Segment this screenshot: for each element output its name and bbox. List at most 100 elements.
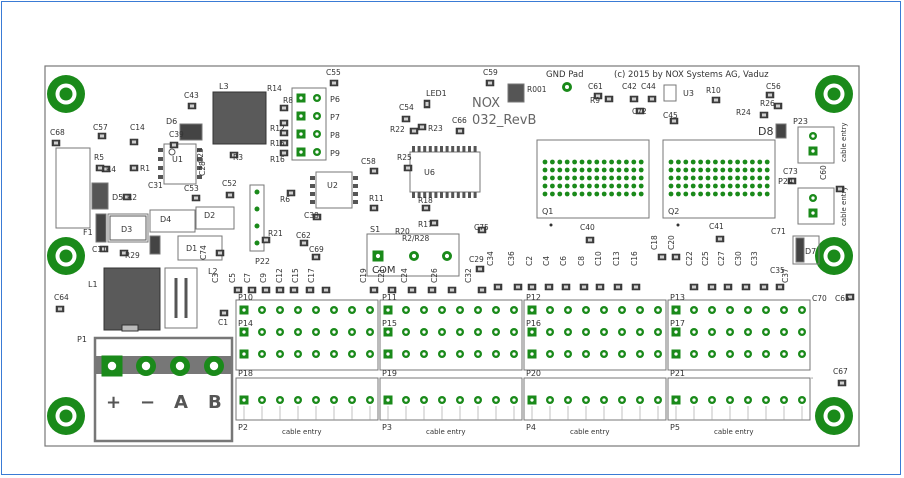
ic-q2-ball [735, 167, 740, 173]
diode-d4-outline [149, 209, 196, 233]
header-block-4-r0c5-drill [764, 308, 768, 312]
resistor-chip-15-center [424, 206, 428, 210]
mounting-hole-inner-4 [827, 249, 841, 263]
header-p22-pin [254, 240, 260, 246]
ic-q2-ball [742, 167, 748, 173]
ref-c13: C13 [612, 251, 621, 266]
ic-q2-ball [683, 191, 689, 197]
header-block-3-r0c6-drill [638, 308, 642, 312]
ic-q2-ball [742, 175, 748, 181]
header-block-4-r1c0-drill [674, 330, 678, 334]
led1-center [425, 102, 429, 106]
diode-d3-band [95, 213, 107, 243]
header-block-3-r1c3-drill [584, 330, 588, 334]
ref-c4: C4 [542, 256, 551, 266]
ic-u6-pin-top [434, 146, 438, 152]
capacitor-chip-9-center [598, 285, 602, 289]
header-block-3-r0c7-drill [656, 308, 660, 312]
ref-c52: C52 [222, 179, 237, 188]
diode-d3-outline [107, 213, 149, 243]
ic-q1-ball [572, 159, 577, 165]
switch-s1-com-drill [375, 253, 381, 259]
ic-q1-ball [542, 167, 548, 173]
ic-u2-pin [310, 192, 315, 196]
header-block-4-r0c2-drill [710, 308, 714, 312]
ic-q1-ball [638, 159, 644, 165]
ic-u1-pin [158, 166, 163, 170]
cable-entry-3-c1-drill [548, 398, 552, 402]
resistor-chip-8-center [714, 98, 718, 102]
header-block-3-r2c4-drill [602, 352, 606, 356]
capacitor-chip-25-center [726, 285, 730, 289]
ic-u6-pin-top [451, 146, 455, 152]
header-block-1-r1c4-drill [314, 330, 318, 334]
capacitor-chip-58-center [480, 228, 484, 232]
ref-r11: R11 [369, 194, 384, 203]
ic-u2-pin [310, 176, 315, 180]
ref-c44: C44 [641, 82, 656, 91]
resistor-chip-1-center [125, 195, 129, 199]
cable-entry-2-c1-drill [404, 398, 408, 402]
terminal-p1-pin4-drill [209, 361, 219, 371]
ic-q1-ball [601, 159, 607, 165]
cable-entry-1-note: cable entry [282, 428, 322, 436]
ref-c60: C60 [819, 165, 828, 180]
ic-q1-ball [616, 175, 622, 181]
ref-r1: R1 [140, 164, 150, 173]
ic-q1-outline [536, 139, 650, 219]
ref-d4: D4 [160, 215, 171, 224]
header-block-2-outline [379, 299, 523, 371]
ref-c62: C62 [296, 231, 311, 240]
header-block-2-r1c6-drill [494, 330, 498, 334]
ref-c37: C37 [781, 268, 790, 283]
ref-p19: P19 [382, 369, 397, 378]
header-block-2-r0c1-drill [404, 308, 408, 312]
diode-d1-outline [177, 235, 223, 261]
inductor-l3-body [212, 91, 267, 145]
ref-p5: P5 [670, 423, 680, 432]
ref-d6: D6 [166, 117, 177, 126]
cable-entry-2-c5-drill [476, 398, 480, 402]
header-block-3-r1c5-drill [620, 330, 624, 334]
capacitor-chip-57-center [218, 251, 222, 255]
cable-entry-3-c4-drill [602, 398, 606, 402]
header-block-3-r2c2-drill [566, 352, 570, 356]
header-p24-note: cable entry [840, 186, 848, 226]
ic-q2-ball [757, 191, 763, 197]
resistor-chip-19-center [762, 113, 766, 117]
terminal-p1-label-2: − [140, 392, 155, 413]
ref-c72: C72 [632, 107, 647, 116]
capacitor-chip-12-center [308, 288, 312, 292]
ref-p18: P18 [238, 369, 253, 378]
ic-q1-ball [579, 191, 585, 197]
ref-c40: C40 [580, 223, 595, 232]
cable-entry-1-c6-drill [350, 398, 354, 402]
ref-c33: C33 [750, 251, 759, 266]
capacitor-chip-27-center [762, 285, 766, 289]
ref-c38: C38 [304, 211, 319, 220]
inductor-l2-outline [164, 267, 198, 329]
cable-entry-1-c5-drill [332, 398, 336, 402]
terminal-p1-pin2-drill [141, 361, 151, 371]
header-block-3-r0c2-drill [566, 308, 570, 312]
capacitor-chip-14-center [324, 288, 328, 292]
ref-l1: L1 [88, 280, 98, 289]
inductor-l1-body [103, 267, 161, 331]
ic-u1-pin [197, 157, 202, 161]
capacitor-chip-10-center [292, 288, 296, 292]
ref-c55: C55 [326, 68, 341, 77]
ic-q2-ball [727, 191, 733, 197]
terminal-p1-pin3-drill [175, 361, 185, 371]
ic-q1-ball [542, 175, 548, 181]
capacitor-chip-22-center [516, 285, 520, 289]
ic-q2-ball [757, 175, 763, 181]
terminal-p1-label-4: B [208, 392, 222, 413]
ic-q1-ball [594, 191, 600, 197]
ic-q1-ball [609, 175, 614, 181]
cable-entry-1-c4-drill [314, 398, 318, 402]
ic-u1-pin [158, 148, 163, 152]
ref-c20: C20 [667, 235, 676, 250]
ic-q1-ball [594, 183, 600, 189]
capacitor-chip-40-center [404, 117, 408, 121]
